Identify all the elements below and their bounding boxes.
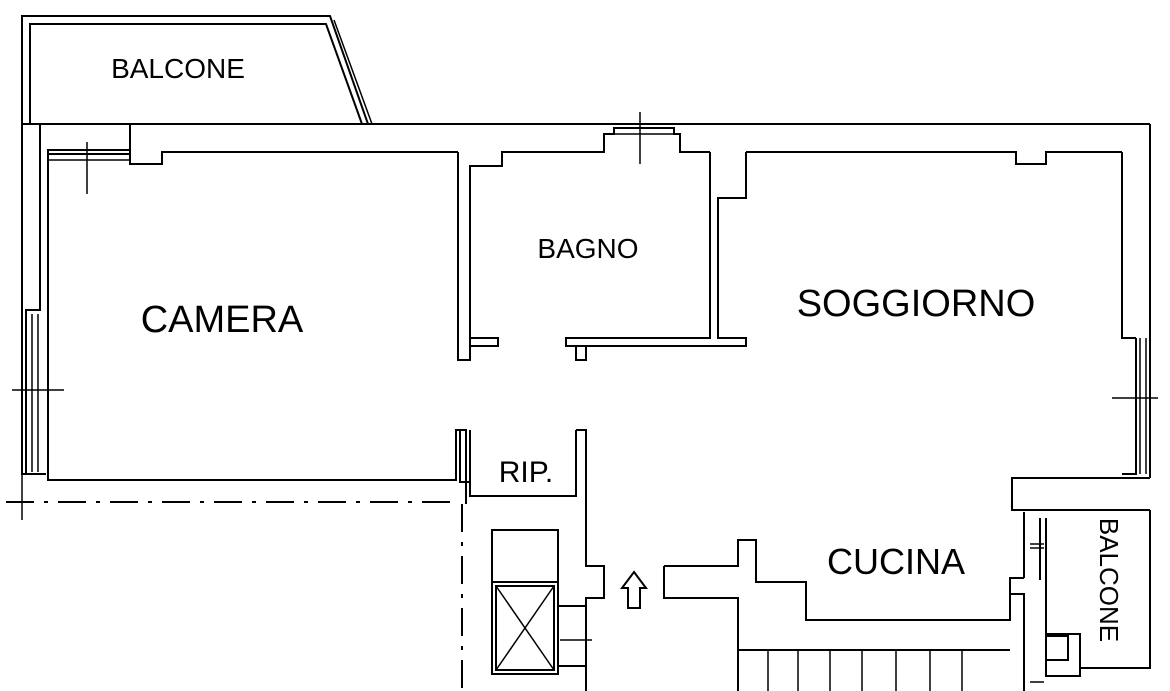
staircase-icon xyxy=(738,649,1010,691)
kitchen-balcony-walls xyxy=(1009,477,1151,691)
elevator-shaft-icon xyxy=(491,529,592,675)
room-label-camera: CAMERA xyxy=(141,299,304,341)
room-label-balcone-top: BALCONE xyxy=(111,53,245,84)
bagno-walls xyxy=(457,112,747,361)
room-label-cucina: CUCINA xyxy=(827,541,965,582)
room-label-bagno: BAGNO xyxy=(537,233,638,264)
room-label-ripostiglio: RIP. xyxy=(499,456,553,489)
room-label-balcone-right: BALCONE xyxy=(1094,518,1124,642)
room-label-soggiorno: SOGGIORNO xyxy=(797,283,1036,325)
arrow-up-icon xyxy=(620,570,648,609)
corridor-walls xyxy=(459,429,1024,691)
balcone-top-area xyxy=(21,15,373,125)
property-line xyxy=(6,474,463,691)
window-markers xyxy=(12,389,1158,399)
